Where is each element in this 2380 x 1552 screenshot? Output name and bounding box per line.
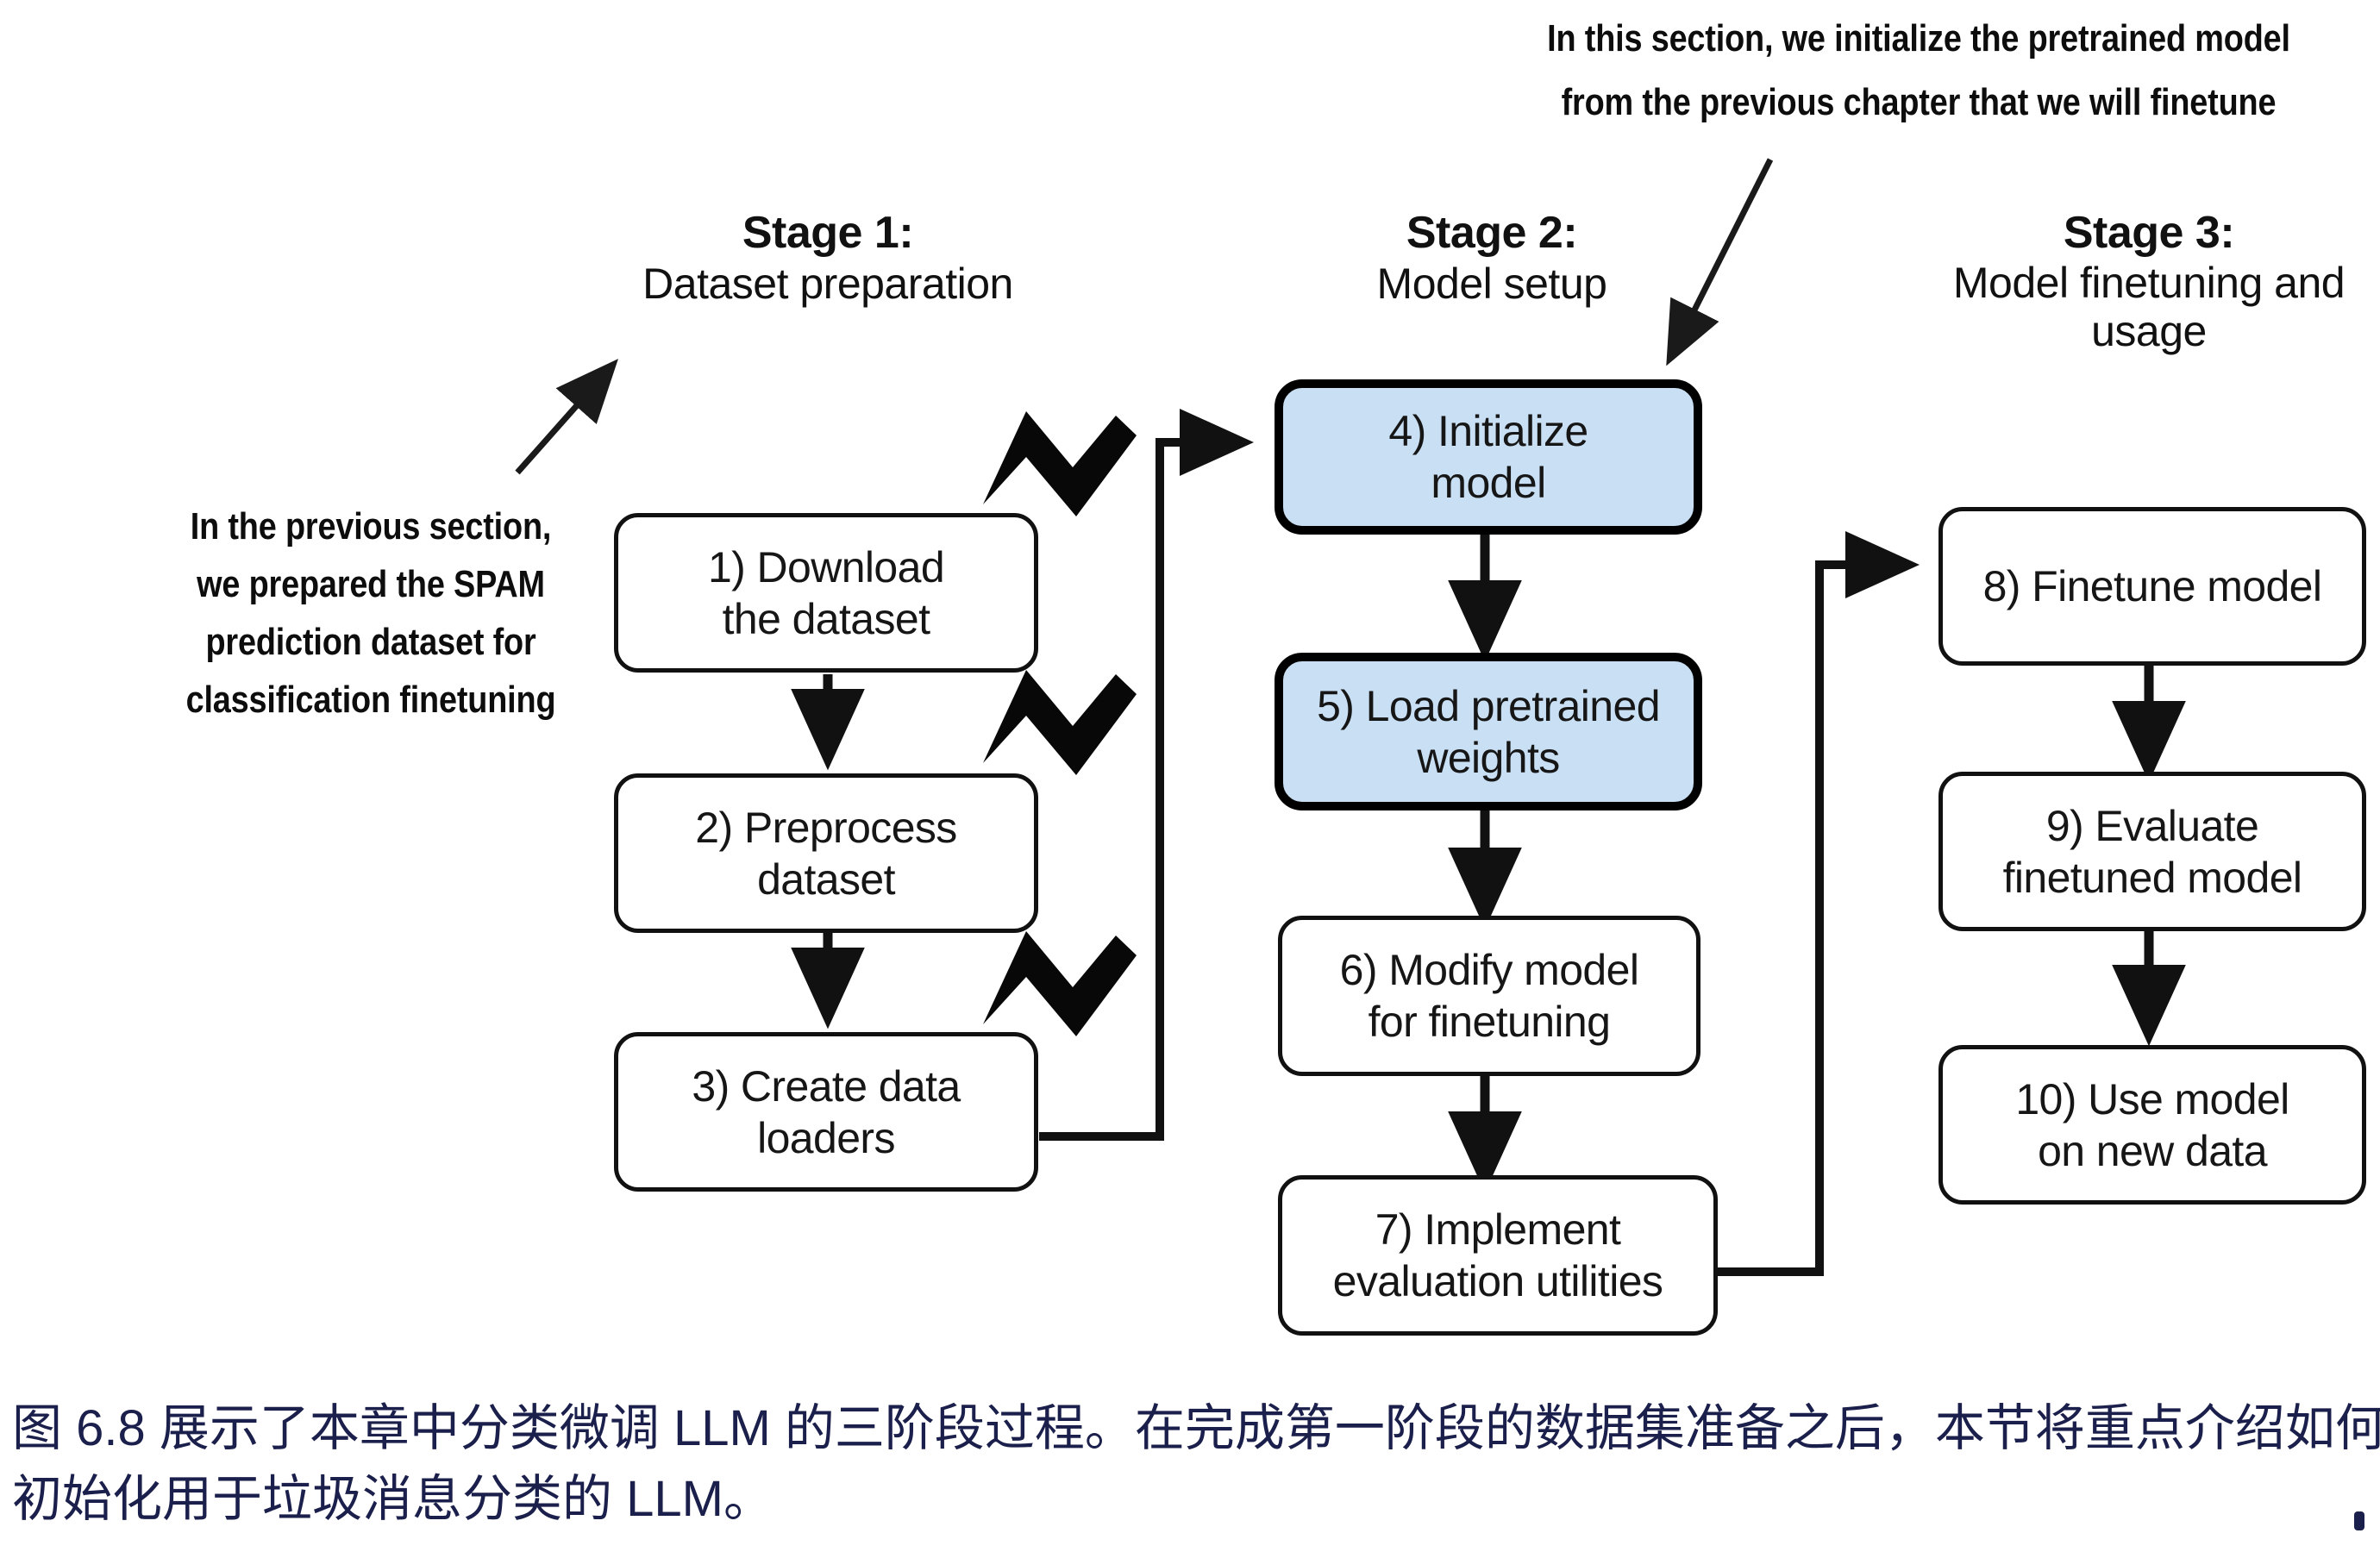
- flow-box-4-label: 4) Initialize model: [1388, 405, 1588, 509]
- flow-box-8-label: 8) Finetune model: [1982, 562, 2322, 610]
- annotation-left-line-3: prediction dataset for: [205, 620, 536, 663]
- checkmark-icon-1: [983, 411, 1137, 516]
- stage-3-subtitle: Model finetuning and usage: [1952, 259, 2346, 356]
- flow-box-10-line-2: on new data: [2038, 1126, 2267, 1175]
- flow-box-3-create-data-loaders[interactable]: 3) Create data loaders: [614, 1032, 1038, 1192]
- flow-box-1-label: 1) Download the dataset: [707, 541, 945, 645]
- caption-line-1: 图 6.8 展示了本章中分类微调 LLM 的三阶段过程。在完成第一阶段的数据集准…: [12, 1400, 2380, 1456]
- connector-stage1-to-stage2: [1039, 409, 1255, 1141]
- stage-heading-2: Stage 2: Model setup: [1268, 207, 1716, 309]
- annotation-left-line-1: In the previous section,: [190, 505, 552, 548]
- caption-line-2: 初始化用于垃圾消息分类的 LLM。: [12, 1471, 774, 1528]
- flow-box-9-label: 9) Evaluate finetuned model: [2003, 800, 2302, 904]
- flow-box-3-line-1: 3) Create data: [692, 1061, 961, 1111]
- annotation-left-line-2: we prepared the SPAM: [197, 562, 545, 605]
- annotation-previous-section: In the previous section, we prepared the…: [156, 498, 586, 729]
- stage-1-title: Stage 1:: [742, 208, 914, 258]
- flow-box-8-finetune-model[interactable]: 8) Finetune model: [1938, 507, 2366, 666]
- flow-box-10-label: 10) Use model on new data: [2015, 1073, 2289, 1177]
- flow-box-3-label: 3) Create data loaders: [692, 1061, 961, 1164]
- flow-box-7-label: 7) Implement evaluation utilities: [1333, 1204, 1663, 1307]
- stage-heading-1: Stage 1: Dataset preparation: [595, 207, 1061, 309]
- flow-box-2-line-2: dataset: [757, 854, 895, 904]
- text-cursor-marker: [2354, 1511, 2364, 1530]
- flow-box-3-line-2: loaders: [757, 1113, 895, 1162]
- flow-box-2-line-1: 2) Preprocess: [695, 803, 957, 852]
- flow-box-9-line-1: 9) Evaluate: [2045, 801, 2259, 850]
- stage-heading-3: Stage 3: Model finetuning and usage: [1925, 207, 2373, 355]
- checkmark-icon-3: [983, 931, 1137, 1036]
- figure-caption: 图 6.8 展示了本章中分类微调 LLM 的三阶段过程。在完成第一阶段的数据集准…: [12, 1393, 2380, 1536]
- flow-box-2-preprocess-dataset[interactable]: 2) Preprocess dataset: [614, 773, 1038, 933]
- annotation-top-right-line-1: In this section, we initialize the pretr…: [1547, 17, 2290, 59]
- flow-box-2-label: 2) Preprocess dataset: [695, 802, 957, 905]
- connector-stage2-to-stage3: [1718, 531, 1920, 1276]
- stage-2-title: Stage 2:: [1406, 208, 1578, 258]
- flow-box-10-line-1: 10) Use model: [2015, 1074, 2289, 1123]
- flow-box-7-implement-evaluation-utilities[interactable]: 7) Implement evaluation utilities: [1278, 1175, 1718, 1336]
- flow-box-5-line-2: weights: [1417, 733, 1560, 782]
- flow-box-5-line-1: 5) Load pretrained: [1317, 681, 1660, 730]
- flow-box-5-load-pretrained-weights[interactable]: 5) Load pretrained weights: [1275, 653, 1702, 810]
- flow-box-6-label: 6) Modify model for finetuning: [1340, 944, 1639, 1048]
- flow-box-6-line-1: 6) Modify model: [1339, 946, 1639, 994]
- annotation-arrow-left: [515, 359, 618, 475]
- flow-box-1-line-2: the dataset: [722, 594, 930, 643]
- stage-2-subtitle: Model setup: [1376, 260, 1607, 309]
- flow-box-9-line-2: finetuned model: [2002, 853, 2302, 902]
- flow-box-4-line-1: 4) Initialize: [1388, 407, 1588, 455]
- flow-box-5-label: 5) Load pretrained weights: [1317, 680, 1660, 784]
- flow-box-9-evaluate-finetuned-model[interactable]: 9) Evaluate finetuned model: [1938, 772, 2366, 931]
- flow-box-6-modify-model[interactable]: 6) Modify model for finetuning: [1278, 916, 1700, 1076]
- flow-box-1-line-1: 1) Download: [707, 542, 945, 591]
- flow-box-4-initialize-model[interactable]: 4) Initialize model: [1275, 379, 1702, 535]
- stage-1-subtitle: Dataset preparation: [642, 260, 1013, 309]
- annotation-this-section: In this section, we initialize the pretr…: [1530, 7, 2308, 135]
- flow-box-7-line-1: 7) Implement: [1375, 1205, 1621, 1254]
- annotation-top-right-line-2: from the previous chapter that we will f…: [1561, 80, 2277, 123]
- flow-box-10-use-model-on-new-data[interactable]: 10) Use model on new data: [1938, 1045, 2366, 1205]
- flow-box-4-line-2: model: [1431, 459, 1546, 507]
- flow-box-6-line-2: for finetuning: [1368, 998, 1611, 1046]
- flow-box-7-line-2: evaluation utilities: [1332, 1257, 1663, 1305]
- annotation-left-line-4: classification finetuning: [185, 678, 556, 721]
- flow-box-1-download-dataset[interactable]: 1) Download the dataset: [614, 513, 1038, 673]
- stage-3-title: Stage 3:: [2063, 208, 2235, 258]
- checkmark-icon-2: [983, 670, 1137, 775]
